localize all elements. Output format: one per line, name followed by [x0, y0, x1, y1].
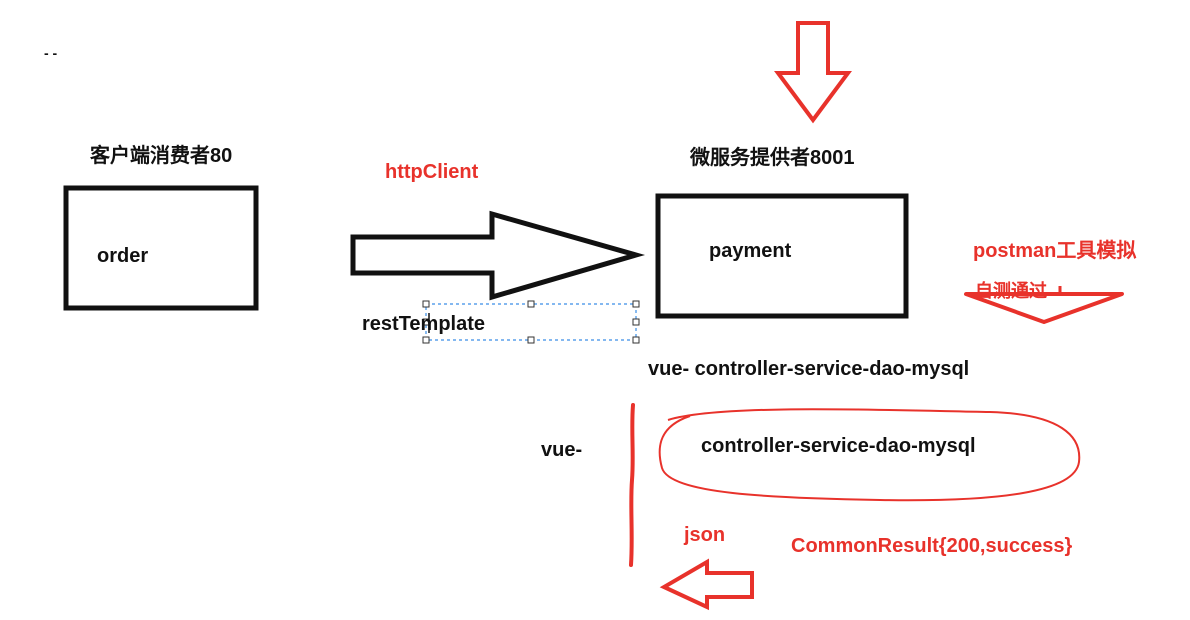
handle-bm[interactable] [527, 336, 535, 344]
postman-down-arrow [964, 292, 1124, 324]
handle-br[interactable] [632, 336, 640, 344]
order-label: order [97, 245, 149, 267]
corner-mark: - - [44, 45, 58, 61]
payment-box [655, 193, 909, 319]
stack-circled-label: controller-service-dao-mysql [701, 435, 976, 457]
consumer-title: 客户端消费者80 [90, 145, 233, 167]
handle-tl[interactable] [422, 300, 430, 308]
json-label: json [684, 524, 726, 546]
postman-label: postman工具模拟 [973, 240, 1137, 262]
stack-top-label: vue- controller-service-dao-mysql [648, 358, 970, 380]
payment-label: payment [709, 240, 792, 262]
handle-bl[interactable] [422, 336, 430, 344]
handle-mr[interactable] [632, 318, 640, 326]
handle-tr[interactable] [632, 300, 640, 308]
vue-left-label: vue- [541, 439, 583, 461]
response-arrow [659, 558, 754, 611]
common-result-label: CommonResult{200,success} [791, 535, 1073, 557]
rest-template-label[interactable]: restTemplate [362, 313, 486, 335]
handle-tm[interactable] [527, 300, 535, 308]
request-arrow [350, 210, 646, 301]
order-box [63, 185, 259, 311]
postman-sub-label: 自测通过 [975, 281, 1047, 301]
http-client-label: httpClient [385, 161, 479, 183]
selection-handles [422, 300, 640, 344]
stack-ellipse [658, 408, 1081, 502]
provider-title: 微服务提供者8001 [690, 147, 855, 169]
boundary-line [629, 403, 635, 567]
entry-down-arrow [774, 21, 852, 124]
